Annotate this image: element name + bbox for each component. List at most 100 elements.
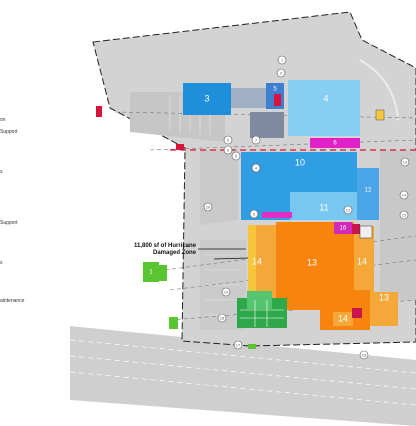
pin-marker: 6 <box>223 135 233 145</box>
pin-label: 14 <box>402 192 407 197</box>
zone-14-south <box>333 312 353 326</box>
callout-leader <box>213 257 249 260</box>
lane-line <box>69 371 416 406</box>
pin-label: 15 <box>402 212 407 217</box>
zone-11-block <box>290 192 357 220</box>
zone-14-south-label: 14 <box>338 313 348 323</box>
legend-fragment: aintenance <box>0 298 25 304</box>
pin-circle <box>400 157 410 167</box>
pin-circle <box>203 202 213 212</box>
pin-marker: 1 <box>277 55 287 65</box>
zone-1-label: 1 <box>149 270 153 276</box>
pin-label: 1 <box>281 57 284 62</box>
pin-marker: 16 <box>359 350 369 360</box>
zone-1-wing <box>159 265 167 281</box>
courtyard-block <box>250 112 284 138</box>
pin-marker: 18 <box>217 313 227 323</box>
lane-line <box>69 339 416 374</box>
zone-14-label: 14 <box>252 256 262 266</box>
zone-3-label: 3 <box>204 93 209 103</box>
pin-label: 17 <box>236 342 241 347</box>
pin-marker: 5 <box>249 209 259 219</box>
reference-line <box>169 259 416 291</box>
zone-16-block <box>334 222 352 234</box>
pin-circle <box>249 209 259 219</box>
zone-12-label: 12 <box>365 188 372 194</box>
pin-label: 16 <box>362 352 367 357</box>
pin-label: 5 <box>253 211 256 216</box>
pin-marker: 17 <box>233 340 243 350</box>
equipment-marker <box>375 109 385 121</box>
zone-10-block <box>241 152 357 192</box>
pin-circle <box>233 340 243 350</box>
zone-4-block <box>288 80 360 136</box>
pin-label: 2 <box>280 70 283 75</box>
pin-circle <box>277 55 287 65</box>
pin-circle <box>223 145 233 155</box>
zone-15-block <box>352 224 360 234</box>
pin-marker: 8 <box>231 151 241 161</box>
zone-10-label: 10 <box>295 157 305 167</box>
service-block-south <box>352 308 362 318</box>
pin-label: 19 <box>224 289 229 294</box>
pin-marker: 12 <box>343 205 353 215</box>
green-wing-grid <box>240 300 284 327</box>
pin-circle <box>221 287 231 297</box>
zone-16-label: 16 <box>340 226 347 232</box>
zone-14-block-east <box>354 226 374 300</box>
zone-14-label-east: 14 <box>357 256 367 266</box>
pin-circle <box>359 350 369 360</box>
pin-marker: 14 <box>399 190 409 200</box>
green-wing-upper <box>247 291 272 309</box>
pin-label: 8 <box>235 153 238 158</box>
zone-13-annex <box>370 292 398 326</box>
parking-lot <box>380 150 416 300</box>
callout-line-1: 11,800 sf of Hurricane <box>133 243 196 249</box>
callout-line-2: Damaged Zone <box>152 250 196 256</box>
pin-circle <box>217 313 227 323</box>
zone-3-block <box>183 83 231 115</box>
legend-fragment: on <box>0 117 6 123</box>
pin-label: 6 <box>227 137 230 142</box>
zone-12-block <box>357 168 379 220</box>
parking-stripes <box>205 254 240 316</box>
pin-circle <box>223 135 233 145</box>
pin-label: 20 <box>206 204 211 209</box>
corridor-block <box>262 212 292 218</box>
stair-core <box>359 225 373 239</box>
zone-1-marker <box>248 344 256 349</box>
legend-fragment: s <box>0 169 3 175</box>
parking-lot <box>200 150 238 225</box>
pin-marker: 19 <box>221 287 231 297</box>
pin-label: 18 <box>220 315 225 320</box>
zone-1-block <box>143 262 159 282</box>
zone-4-label: 4 <box>323 93 328 103</box>
hazard-marker <box>176 144 184 150</box>
pin-circle <box>399 190 409 200</box>
pin-label: 9 <box>227 147 230 152</box>
pin-marker: 4 <box>251 163 261 173</box>
damaged-zone-callout: 11,800 sf of Hurricane Damaged Zone <box>106 243 196 257</box>
pin-label: 7 <box>255 137 258 142</box>
pin-circle <box>399 210 409 220</box>
legend-fragment: s <box>0 260 3 266</box>
zone-6-block <box>310 138 360 148</box>
service-block <box>274 94 281 106</box>
pin-label: 4 <box>255 165 258 170</box>
pin-marker: 20 <box>203 202 213 212</box>
reference-line <box>149 139 416 151</box>
hazard-marker <box>96 106 102 117</box>
pin-label: 12 <box>346 207 351 212</box>
pin-marker: 2 <box>276 68 286 78</box>
drive-aisle <box>359 59 399 121</box>
pin-label: 13 <box>403 159 408 164</box>
pin-circle <box>231 151 241 161</box>
zone-5-label: 5 <box>273 87 277 93</box>
connector-block <box>231 88 267 108</box>
pin-marker: 9 <box>223 145 233 155</box>
legend-fragment: Support <box>0 129 18 135</box>
highway <box>70 326 416 426</box>
